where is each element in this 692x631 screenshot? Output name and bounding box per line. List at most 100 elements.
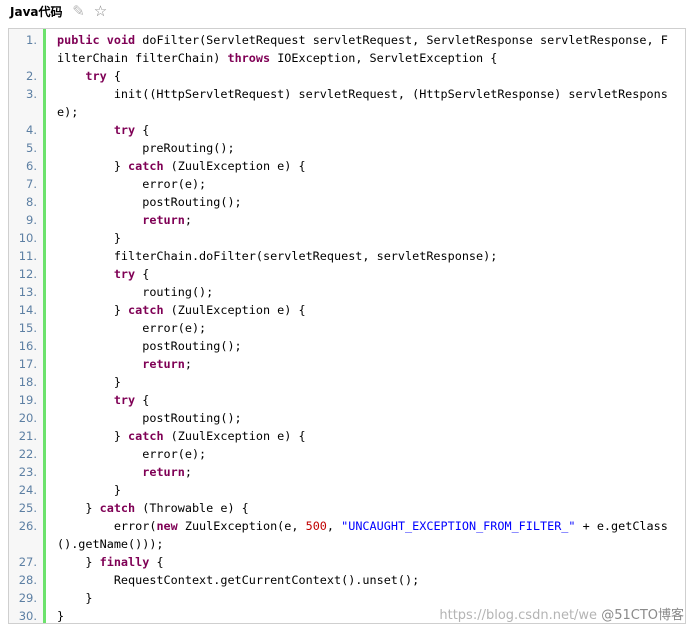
- code-line: 19. try {: [9, 391, 685, 409]
- code-text: } catch (ZuulException e) {: [57, 301, 306, 319]
- keyword-token: try: [113, 393, 136, 407]
- keyword-token: catch: [128, 429, 164, 443]
- code-token: {: [135, 267, 150, 281]
- line-number: 14.: [18, 303, 37, 317]
- code-token: ;: [184, 213, 192, 227]
- code-token: postRouting();: [57, 339, 242, 353]
- code-token: ZuulException(e,: [177, 519, 306, 533]
- code-text: try {: [57, 391, 150, 409]
- code-line: 8. postRouting();: [9, 193, 685, 211]
- code-line: 28. RequestContext.getCurrentContext().u…: [9, 571, 685, 589]
- line-number: 2.: [26, 69, 37, 83]
- code-token: preRouting();: [57, 141, 235, 155]
- code-line: 11. filterChain.doFilter(servletRequest,…: [9, 247, 685, 265]
- code-token: ;: [184, 465, 192, 479]
- line-number: 17.: [18, 357, 37, 371]
- keyword-token: try: [113, 123, 136, 137]
- line-number: 3.: [26, 87, 37, 101]
- code-token: error(: [57, 519, 157, 533]
- code-text: filterChain.doFilter(servletRequest, ser…: [57, 247, 498, 265]
- code-text: error(new ZuulException(e, 500, "UNCAUGH…: [57, 517, 668, 535]
- keyword-token: void: [106, 33, 136, 47]
- line-number: 10.: [18, 231, 37, 245]
- code-text: RequestContext.getCurrentContext().unset…: [57, 571, 419, 589]
- watermark-url: https://blog.csdn.net/we: [439, 608, 598, 623]
- code-token: (Throwable e) {: [135, 501, 249, 515]
- code-token: filterChain.doFilter(servletRequest, ser…: [57, 249, 498, 263]
- code-block: 1. public void doFilter(ServletRequest se…: [8, 28, 686, 624]
- code-text: public void doFilter(ServletRequest serv…: [57, 31, 668, 49]
- code-line: 17. return;: [9, 355, 685, 373]
- code-text: error(e);: [57, 319, 206, 337]
- code-token: IOException, ServletException {: [270, 51, 498, 65]
- code-line: 25. } catch (Throwable e) {: [9, 499, 685, 517]
- code-token: {: [135, 393, 150, 407]
- code-token: [100, 33, 107, 47]
- keyword-token: catch: [99, 501, 136, 515]
- code-token: }: [57, 159, 129, 173]
- code-language-title: Java代码: [10, 4, 63, 19]
- keyword-token: try: [113, 267, 136, 281]
- code-text: ().getName()));: [57, 535, 164, 553]
- code-line: 7. error(e);: [9, 175, 685, 193]
- code-text: init((HttpServletRequest) servletRequest…: [57, 85, 668, 103]
- code-token: [57, 213, 142, 227]
- code-text: }: [57, 607, 64, 625]
- code-text: postRouting();: [57, 337, 242, 355]
- code-line: 1. public void doFilter(ServletRequest se…: [9, 31, 685, 49]
- code-token: {: [106, 69, 121, 83]
- code-token: error(e);: [57, 177, 207, 191]
- code-line: 14. } catch (ZuulException e) {: [9, 301, 685, 319]
- code-token: }: [57, 231, 121, 245]
- code-text: postRouting();: [57, 409, 241, 427]
- line-number: 1.: [26, 33, 37, 47]
- line-number: 30.: [18, 609, 37, 623]
- code-text: ilterChain filterChain) throws IOExcepti…: [57, 49, 497, 67]
- code-text: } catch (Throwable e) {: [57, 499, 249, 517]
- code-token: }: [57, 609, 65, 623]
- code-line: 3. init((HttpServletRequest) servletRequ…: [9, 85, 685, 103]
- line-number: 16.: [18, 339, 37, 353]
- keyword-token: finally: [99, 555, 150, 569]
- code-token: error(e);: [57, 447, 207, 461]
- line-number: 29.: [18, 591, 37, 605]
- code-toolbar: Java代码 ✎ ☆: [0, 0, 692, 22]
- pin-icon[interactable]: ✎: [72, 2, 85, 20]
- keyword-token: try: [85, 69, 107, 83]
- code-line: ilterChain filterChain) throws IOExcepti…: [9, 49, 685, 67]
- line-number: 20.: [18, 411, 37, 425]
- watermark: https://blog.csdn.net/we @51CTO博客: [439, 604, 684, 623]
- code-token: (ZuulException e) {: [163, 303, 306, 317]
- code-line: 4. try {: [9, 121, 685, 139]
- code-token: [57, 267, 114, 281]
- code-token: doFilter(ServletRequest servletRequest, …: [135, 33, 668, 47]
- line-number: 15.: [18, 321, 37, 335]
- code-line: 18. }: [9, 373, 685, 391]
- keyword-token: throws: [227, 51, 271, 65]
- code-line: 9. return;: [9, 211, 685, 229]
- code-text: }: [57, 589, 92, 607]
- code-line: 5. preRouting();: [9, 139, 685, 157]
- code-text: }: [57, 481, 121, 499]
- keyword-token: catch: [128, 303, 164, 317]
- code-line: 27. } finally {: [9, 553, 685, 571]
- code-token: postRouting();: [57, 195, 242, 209]
- line-number: 19.: [18, 393, 37, 407]
- code-token: ,: [326, 519, 342, 533]
- line-number-gutter: [9, 29, 46, 623]
- code-token: {: [149, 555, 164, 569]
- code-text: try {: [57, 67, 121, 85]
- code-text: preRouting();: [57, 139, 235, 157]
- star-icon[interactable]: ☆: [93, 2, 108, 20]
- code-text: } catch (ZuulException e) {: [57, 427, 306, 445]
- line-number: 25.: [18, 501, 37, 515]
- code-line: 30.}: [9, 607, 685, 625]
- line-number: 18.: [18, 375, 37, 389]
- code-text: error(e);: [57, 445, 206, 463]
- code-line: ().getName()));: [9, 535, 685, 553]
- code-token: (ZuulException e) {: [163, 159, 306, 173]
- keyword-token: return: [142, 213, 185, 227]
- code-token: init((HttpServletRequest) servletRequest…: [57, 87, 668, 101]
- line-number: 4.: [26, 123, 37, 137]
- keyword-token: public: [57, 33, 100, 47]
